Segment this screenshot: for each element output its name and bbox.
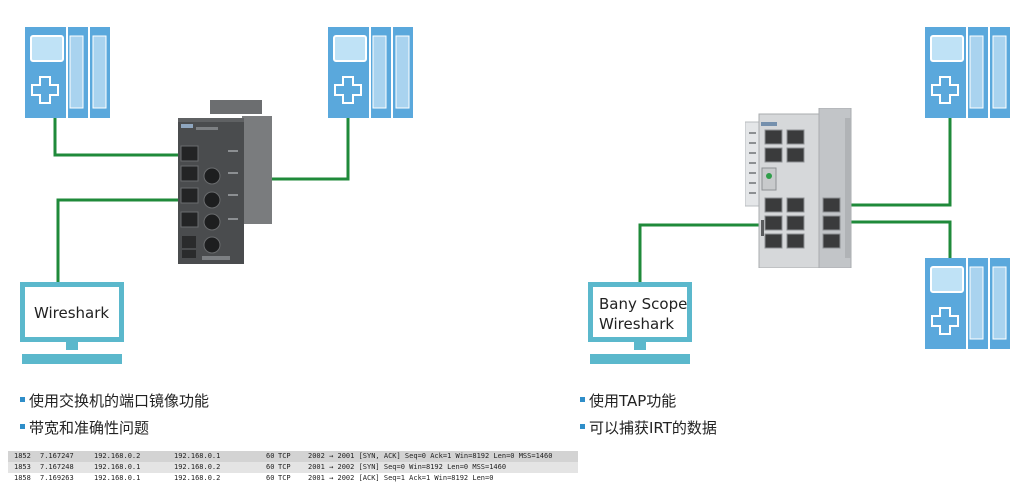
monitor-label: Wireshark [599, 315, 675, 333]
managed-switch-icon [178, 100, 272, 264]
plc-icon [925, 258, 1010, 349]
packet-capture-list: 1852 7.167247 192.168.0.2 192.168.0.1 60… [8, 451, 578, 484]
monitor-icon: Wireshark [20, 282, 124, 370]
compact-switch-icon [745, 108, 852, 268]
plc-icon [328, 27, 413, 118]
bullet-item: 可以捕获IRT的数据 [580, 415, 717, 442]
monitor-label: Bany Scope [599, 295, 688, 313]
cable-plc4-tap [812, 220, 952, 260]
monitor-icon: Bany Scope Wireshark [588, 282, 692, 370]
bullet-marker [20, 424, 25, 429]
plc-icon [25, 27, 110, 118]
table-row[interactable]: 1852 7.167247 192.168.0.2 192.168.0.1 60… [8, 451, 578, 462]
monitor-label: Wireshark [34, 304, 110, 322]
cable-plc3-tap [810, 115, 952, 207]
table-row[interactable]: 1858 7.169263 192.168.0.1 192.168.0.2 60… [14, 474, 494, 482]
table-row[interactable]: 1853 7.167248 192.168.0.1 192.168.0.2 60… [8, 462, 578, 473]
bullet-marker [580, 397, 585, 402]
bullet-item: 使用交换机的端口镜像功能 [20, 388, 209, 415]
cable-pc2-tap [638, 223, 770, 282]
cable-plc1-switch [53, 115, 190, 157]
right-notes: 使用TAP功能 可以捕获IRT的数据 [580, 388, 717, 442]
plc-icon [925, 27, 1010, 118]
bullet-item: 使用TAP功能 [580, 388, 717, 415]
bullet-item: 带宽和准确性问题 [20, 415, 209, 442]
left-notes: 使用交换机的端口镜像功能 带宽和准确性问题 [20, 388, 209, 442]
bullet-marker [580, 424, 585, 429]
cable-pc1-switch [56, 198, 196, 282]
bullet-marker [20, 397, 25, 402]
